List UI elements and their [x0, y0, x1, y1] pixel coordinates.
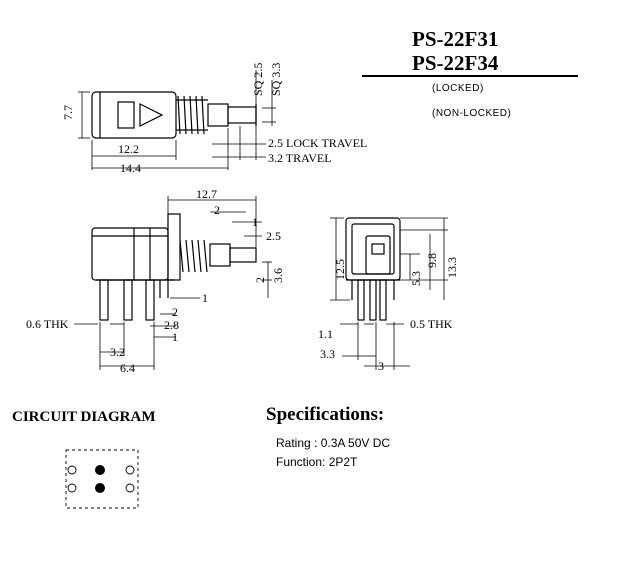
spec-function: Function: 2P2T — [276, 455, 358, 469]
dim-1-bot: 1 — [172, 330, 178, 344]
dim-lock-travel: 2.5 LOCK TRAVEL — [268, 136, 367, 150]
circuit-title: CIRCUIT DIAGRAM — [12, 409, 156, 425]
dim-1-top: 1 — [252, 215, 258, 229]
model-locked: PS-22F31 — [412, 27, 499, 51]
side-view-switch — [91, 213, 257, 321]
dim-6-4: 6.4 — [120, 361, 135, 375]
front-view-switch — [345, 217, 401, 321]
contact-outer — [67, 465, 77, 475]
mechanical-drawing: 7.7 SQ 2.5 SQ 3.3 12.2 14.4 2.5 LOCK TRA… — [26, 63, 459, 375]
dim-2-right: 2 — [253, 277, 267, 283]
model-nonlocked: PS-22F34 — [412, 51, 499, 75]
top-spring — [176, 95, 208, 135]
dim-3-2: 3.2 — [110, 345, 125, 359]
top-view-switch — [91, 91, 257, 139]
dim-width-12-2: 12.2 — [118, 142, 139, 156]
circuit-diagram — [65, 449, 139, 509]
header-rule — [362, 75, 578, 77]
dim-2-8: 2.8 — [164, 318, 179, 332]
dim-12-7: 12.7 — [196, 187, 217, 201]
contact-outer — [125, 465, 135, 475]
dim-sq-3-3: SQ 3.3 — [269, 63, 283, 96]
dim-height-7-7: 7.7 — [61, 105, 75, 120]
dim-2-mid: 2 — [172, 305, 178, 319]
specs-title: Specifications: — [266, 404, 385, 425]
dim-thk-side: 0.6 THK — [26, 317, 69, 331]
dim-travel: 3.2 TRAVEL — [268, 151, 332, 165]
dim-12-5: 12.5 — [333, 259, 347, 280]
contact-common — [95, 483, 105, 493]
dim-width-14-4: 14.4 — [120, 161, 141, 175]
contact-outer — [67, 483, 77, 493]
dim-2-top: 2 — [214, 203, 220, 217]
dim-13-3: 13.3 — [445, 257, 459, 278]
dim-3-3: 3.3 — [320, 347, 335, 361]
dim-3: 3 — [378, 359, 384, 373]
dim-thk-front: 0.5 THK — [410, 317, 453, 331]
dim-5-3: 5.3 — [409, 271, 423, 286]
dim-sq-2-5: SQ 2.5 — [251, 63, 265, 96]
spec-rating: Rating : 0.3A 50V DC — [276, 436, 391, 450]
contact-common — [95, 465, 105, 475]
nonlocked-label: (NON-LOCKED) — [432, 108, 512, 119]
dim-2-5: 2.5 — [266, 229, 281, 243]
locked-label: (LOCKED) — [432, 83, 484, 94]
contact-outer — [125, 483, 135, 493]
dim-3-6: 3.6 — [271, 268, 285, 283]
dim-9-8: 9.8 — [425, 253, 439, 268]
dim-1-mid: 1 — [202, 291, 208, 305]
dim-1-1: 1.1 — [318, 327, 333, 341]
